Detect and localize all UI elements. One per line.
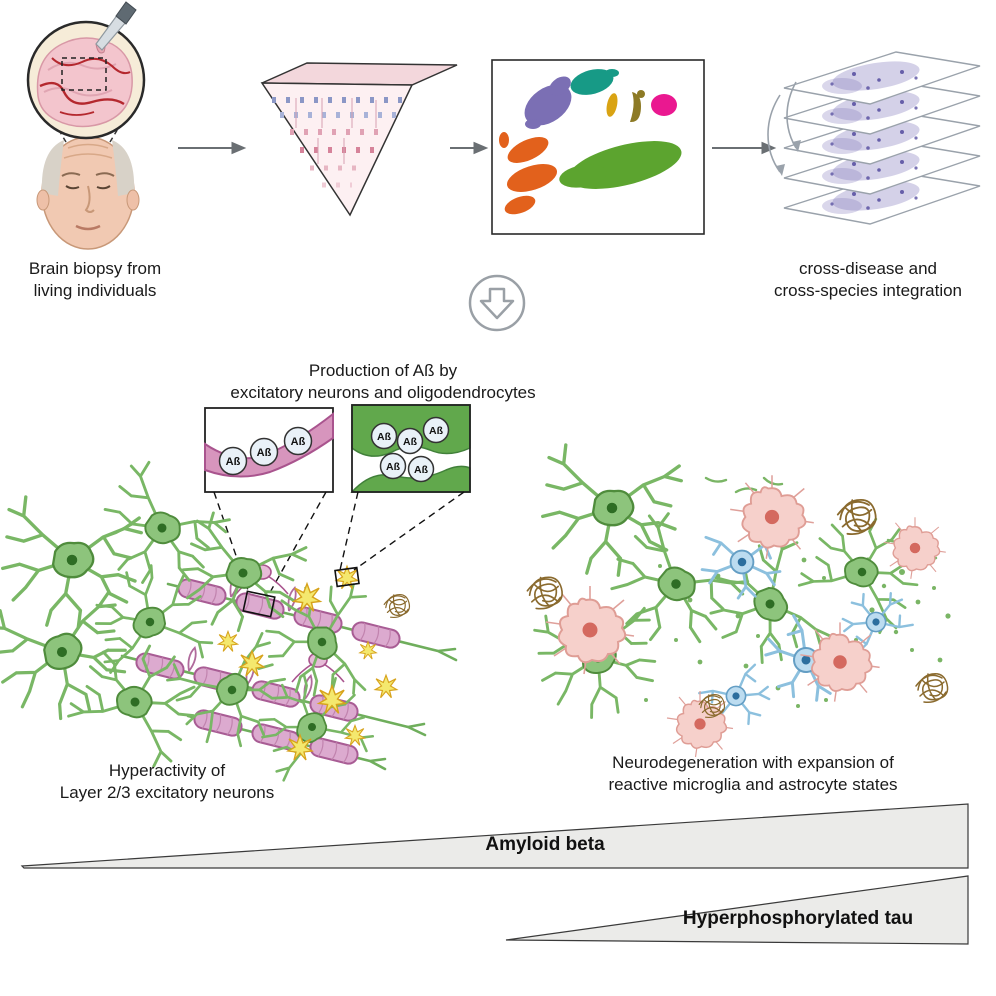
biopsy-label-line1: Brain biopsy from	[28, 259, 162, 278]
tangle-icon	[383, 593, 411, 619]
ab-label: Aß	[414, 464, 429, 476]
biopsy-illustration	[26, 1, 146, 250]
zoom-target-box	[334, 566, 360, 588]
umap-cluster-yellow	[606, 93, 618, 117]
umap-cluster-olive	[630, 90, 645, 123]
ab-vesicle: Aß	[283, 426, 313, 456]
ab-vesicle: Aß	[218, 446, 248, 476]
umap-cluster-purple	[524, 76, 572, 129]
microglia	[729, 474, 815, 560]
integration-label: cross-disease and cross-species integrat…	[740, 258, 996, 302]
zoom-target-box	[242, 590, 276, 618]
workflow-arrow-3	[712, 141, 777, 155]
head-illustration	[36, 121, 140, 250]
dashed-connectors	[213, 491, 465, 597]
scalpel-icon	[95, 1, 137, 51]
hyperactivity-label-line1: Hyperactivity of	[108, 761, 226, 780]
tangle-icon	[526, 576, 563, 610]
tau-label: Hyperphosphorylated tau	[682, 908, 914, 929]
hyperactivity-illustration	[0, 452, 458, 797]
ab-vesicle: Aß	[379, 452, 407, 480]
amyloid-gradient-wedge	[20, 803, 969, 869]
slide-stack-illustration	[767, 51, 981, 225]
microglia	[883, 516, 947, 580]
ab-inset-oligodendrocyte: Aß Aß Aß Aß Aß	[350, 404, 471, 493]
workflow-arrow-1	[178, 141, 247, 155]
tau-gradient-wedge	[505, 875, 969, 945]
ab-label: Aß	[403, 436, 418, 448]
ab-label: Aß	[291, 436, 306, 448]
neurodegeneration-illustration	[525, 443, 951, 758]
ab-label: Aß	[257, 447, 272, 459]
neurodegeneration-label-line1: Neurodegeneration with expansion of	[612, 753, 894, 772]
ab-vesicle: Aß	[249, 437, 279, 467]
umap-cluster-teal	[570, 69, 619, 95]
umap-cluster-magenta	[651, 94, 677, 116]
hyperactivity-label-line2: Layer 2/3 excitatory neurons	[59, 783, 275, 802]
umap-plot-illustration	[491, 59, 705, 235]
hyperactivity-label: Hyperactivity of Layer 2/3 excitatory ne…	[17, 760, 317, 804]
tangle-icon	[915, 672, 949, 704]
ab-vesicle: Aß	[370, 422, 398, 450]
ab-inset-neuron: Aß Aß Aß	[204, 407, 334, 493]
integration-label-line2: cross-species integration	[773, 281, 963, 300]
neurodegeneration-label: Neurodegeneration with expansion of reac…	[568, 752, 938, 796]
biopsy-label: Brain biopsy from living individuals	[0, 258, 190, 302]
magnifier-inset	[26, 1, 146, 140]
ab-vesicle: Aß	[422, 416, 450, 444]
excitatory-neuron	[1, 495, 143, 629]
production-label: Production of Aß by excitatory neurons a…	[203, 360, 563, 404]
integration-label-line1: cross-disease and	[799, 259, 937, 278]
integration-arrows	[767, 81, 801, 176]
umap-cluster-orange	[499, 132, 558, 215]
excitatory-neuron	[59, 626, 212, 775]
ab-vesicle: Aß	[396, 427, 424, 455]
workflow-arrow-2	[450, 141, 489, 155]
ab-label: Aß	[377, 431, 392, 443]
neurodegeneration-label-line2: reactive microglia and astrocyte states	[608, 775, 898, 794]
umap-cluster-green	[559, 141, 682, 189]
ab-label: Aß	[386, 461, 401, 473]
down-arrow-icon	[468, 274, 526, 332]
amyloid-label: Amyloid beta	[485, 834, 605, 855]
production-label-line2: excitatory neurons and oligodendrocytes	[230, 383, 536, 402]
ab-label: Aß	[226, 456, 241, 468]
production-label-line1: Production of Aß by	[308, 361, 458, 380]
cortex-wedge-illustration	[260, 62, 458, 217]
ab-vesicle: Aß	[407, 455, 435, 483]
ab-label: Aß	[429, 425, 444, 437]
biopsy-label-line2: living individuals	[33, 281, 157, 300]
excitatory-neuron	[541, 443, 683, 577]
